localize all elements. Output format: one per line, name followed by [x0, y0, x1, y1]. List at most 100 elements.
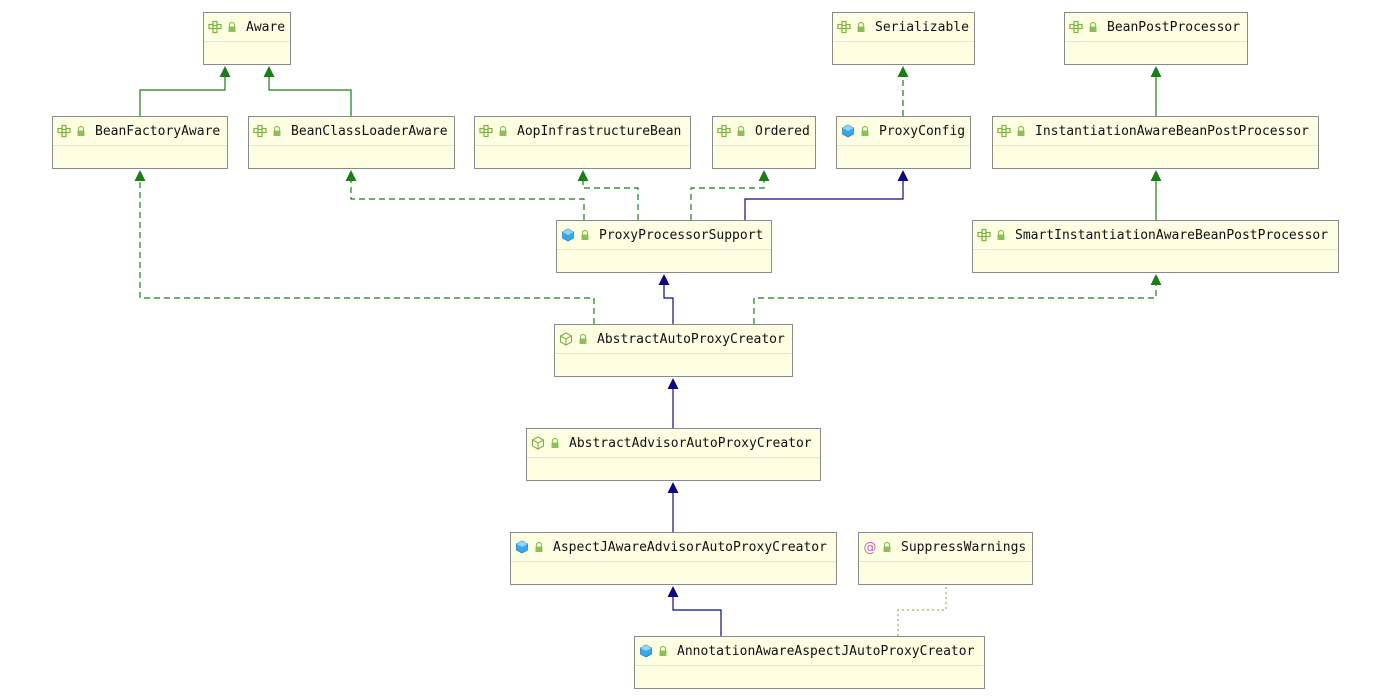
- node-label: ProxyProcessorSupport: [599, 227, 764, 243]
- node-header: AspectJAwareAdvisorAutoProxyCreator: [511, 533, 836, 562]
- interface-icon: [977, 228, 991, 242]
- lock-icon: [497, 125, 509, 137]
- arrow-head: [667, 586, 679, 597]
- lock-icon: [855, 21, 867, 33]
- edge-proxyprocessorsupport-to-proxyconfig: [744, 170, 909, 220]
- interface-icon: [479, 124, 493, 138]
- lock-icon: [735, 125, 747, 137]
- edge-line: [582, 179, 639, 220]
- node-annotationaware[interactable]: AnnotationAwareAspectJAutoProxyCreator: [634, 636, 985, 689]
- edge-aspectjaware-to-abstractadvisorautoproxycreator: [667, 482, 679, 532]
- node-aspectjaware[interactable]: AspectJAwareAdvisorAutoProxyCreator: [510, 532, 837, 585]
- node-header: SmartInstantiationAwareBeanPostProcessor: [973, 221, 1338, 250]
- node-beanpostprocessor[interactable]: BeanPostProcessor: [1064, 12, 1248, 65]
- node-header: BeanClassLoaderAware: [249, 117, 454, 146]
- lock-icon: [657, 645, 669, 657]
- interface-icon: [1069, 20, 1083, 34]
- lock-icon: [533, 541, 545, 553]
- node-abstractadvisorautoproxycreator[interactable]: AbstractAdvisorAutoProxyCreator: [526, 428, 821, 481]
- interface-icon: [253, 124, 267, 138]
- node-proxyprocessorsupport[interactable]: ProxyProcessorSupport: [556, 220, 772, 273]
- edge-abstractautoproxycreator-to-smartinstantiationaware: [753, 274, 1162, 324]
- edge-instantiationaware-to-beanpostprocessor: [1150, 66, 1162, 116]
- edge-proxyprocessorsupport-to-ordered: [690, 170, 770, 220]
- node-header: AbstractAdvisorAutoProxyCreator: [527, 429, 820, 458]
- edge-line: [897, 586, 947, 636]
- node-proxyconfig[interactable]: ProxyConfig: [836, 116, 971, 169]
- edge-proxyconfig-to-serializable: [897, 66, 909, 116]
- node-instantiationaware[interactable]: InstantiationAwareBeanPostProcessor: [992, 116, 1319, 169]
- node-beanfactoryaware[interactable]: BeanFactoryAware: [52, 116, 228, 169]
- abstract-class-icon: [531, 436, 545, 450]
- node-header: AnnotationAwareAspectJAutoProxyCreator: [635, 637, 984, 666]
- abstract-class-icon: [559, 332, 573, 346]
- node-header: Ordered: [713, 117, 815, 146]
- node-label: Serializable: [875, 19, 969, 35]
- arrow-head: [1150, 170, 1162, 181]
- interface-icon: [997, 124, 1011, 138]
- arrow-head: [263, 66, 275, 77]
- node-label: BeanFactoryAware: [95, 123, 221, 139]
- node-suppresswarnings[interactable]: @ SuppressWarnings: [858, 532, 1033, 585]
- lock-icon: [1015, 125, 1027, 137]
- node-header: Aware: [204, 13, 290, 42]
- edge-line: [268, 75, 352, 116]
- node-header: BeanPostProcessor: [1065, 13, 1247, 42]
- node-label: Aware: [246, 19, 286, 35]
- node-label: InstantiationAwareBeanPostProcessor: [1035, 123, 1309, 139]
- node-serializable[interactable]: Serializable: [832, 12, 975, 65]
- class-icon: [841, 124, 855, 138]
- interface-icon: [837, 20, 851, 34]
- node-label: AopInfrastructureBean: [517, 123, 682, 139]
- edge-line: [663, 283, 674, 324]
- lock-icon: [881, 541, 893, 553]
- edge-beanclassloaderaware-to-aware: [263, 66, 352, 116]
- class-icon: [515, 540, 529, 554]
- arrow-head: [758, 170, 770, 181]
- edge-beanfactoryaware-to-aware: [139, 66, 231, 116]
- edge-line: [744, 179, 904, 220]
- edge-annotationaware-to-suppresswarnings: [897, 586, 947, 636]
- arrow-head: [658, 274, 670, 285]
- node-header: InstantiationAwareBeanPostProcessor: [993, 117, 1318, 146]
- edge-line: [753, 283, 1157, 324]
- edge-smartinstantiationaware-to-instantiationaware: [1150, 170, 1162, 220]
- arrow-head: [345, 170, 357, 181]
- annotation-icon: @: [863, 540, 877, 555]
- arrow-head: [897, 66, 909, 77]
- node-beanclassloaderaware[interactable]: BeanClassLoaderAware: [248, 116, 455, 169]
- arrow-head: [897, 170, 909, 181]
- arrow-head: [219, 66, 231, 77]
- node-header: AbstractAutoProxyCreator: [555, 325, 792, 354]
- node-abstractautoproxycreator[interactable]: AbstractAutoProxyCreator: [554, 324, 793, 377]
- edge-annotationaware-to-aspectjaware: [667, 586, 722, 636]
- node-header: AopInfrastructureBean: [475, 117, 690, 146]
- arrow-head: [1150, 66, 1162, 77]
- arrow-head: [1150, 274, 1162, 285]
- arrow-head: [667, 378, 679, 389]
- node-smartinstantiationaware[interactable]: SmartInstantiationAwareBeanPostProcessor: [972, 220, 1339, 273]
- node-label: BeanClassLoaderAware: [291, 123, 448, 139]
- edge-line: [690, 179, 765, 220]
- lock-icon: [226, 21, 238, 33]
- node-aware[interactable]: Aware: [203, 12, 291, 65]
- class-icon: [561, 228, 575, 242]
- node-label: AbstractAdvisorAutoProxyCreator: [569, 435, 812, 451]
- node-label: Ordered: [755, 123, 810, 139]
- edge-line: [672, 595, 722, 636]
- edge-abstractautoproxycreator-to-proxyprocessorsupport: [658, 274, 674, 324]
- lock-icon: [1087, 21, 1099, 33]
- lock-icon: [995, 229, 1007, 241]
- lock-icon: [271, 125, 283, 137]
- lock-icon: [549, 437, 561, 449]
- edge-line: [350, 179, 585, 220]
- lock-icon: [577, 333, 589, 345]
- edge-abstractautoproxycreator-to-beanfactoryaware: [134, 170, 595, 324]
- node-aopinfrastructurebean[interactable]: AopInfrastructureBean: [474, 116, 691, 169]
- node-ordered[interactable]: Ordered: [712, 116, 816, 169]
- interface-icon: [717, 124, 731, 138]
- node-label: SuppressWarnings: [901, 539, 1027, 555]
- edge-abstractadvisorautoproxycreator-to-abstractautoproxycreator: [667, 378, 679, 428]
- lock-icon: [859, 125, 871, 137]
- edge-line: [139, 75, 226, 116]
